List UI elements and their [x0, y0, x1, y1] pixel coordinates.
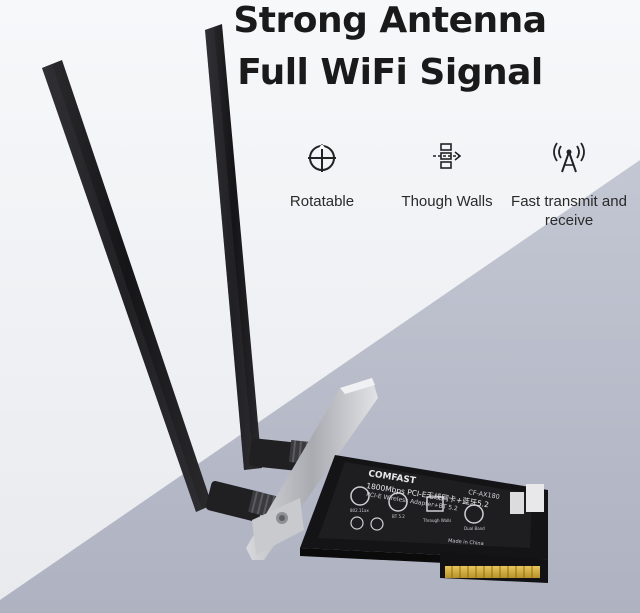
- feature-fast-transmit: Fast transmit and receive: [504, 140, 634, 230]
- feature-label-through-walls: Though Walls: [401, 193, 493, 210]
- antenna-connector: [510, 492, 524, 514]
- rotate-icon: [308, 144, 336, 172]
- wifi-card: [300, 455, 548, 583]
- bluetooth-header: [526, 484, 544, 512]
- rohs-mark-icon: [370, 517, 384, 531]
- card-badge-3: Through Walls: [422, 518, 451, 523]
- antenna-tower-icon: [553, 142, 585, 173]
- recycle-mark-icon: [350, 516, 364, 530]
- card-badge-4: Dual Band: [464, 526, 485, 531]
- feature-through-walls: Though Walls: [382, 140, 512, 211]
- feature-label-fast-transmit: Fast transmit and receive: [511, 193, 627, 229]
- badge-dualband-icon: [464, 504, 484, 524]
- card-badge-1: 802.11ax: [350, 508, 369, 513]
- antenna-left: [42, 60, 283, 522]
- badge-bluetooth-icon: [388, 492, 408, 512]
- badge-wall-icon: [426, 496, 444, 512]
- gold-fingers: [445, 566, 540, 578]
- feature-rotatable: Rotatable: [257, 140, 387, 211]
- headline-line-2: Full WiFi Signal: [237, 52, 543, 93]
- badge-wifi-icon: [350, 486, 370, 506]
- card-origin: Made in China: [448, 538, 484, 547]
- wall-signal-icon: [433, 143, 462, 169]
- headline-line-1: Strong Antenna: [233, 0, 547, 41]
- pci-bracket: [246, 378, 378, 560]
- feature-label-rotatable: Rotatable: [289, 193, 355, 210]
- card-badge-2: BT 5.2: [392, 514, 405, 519]
